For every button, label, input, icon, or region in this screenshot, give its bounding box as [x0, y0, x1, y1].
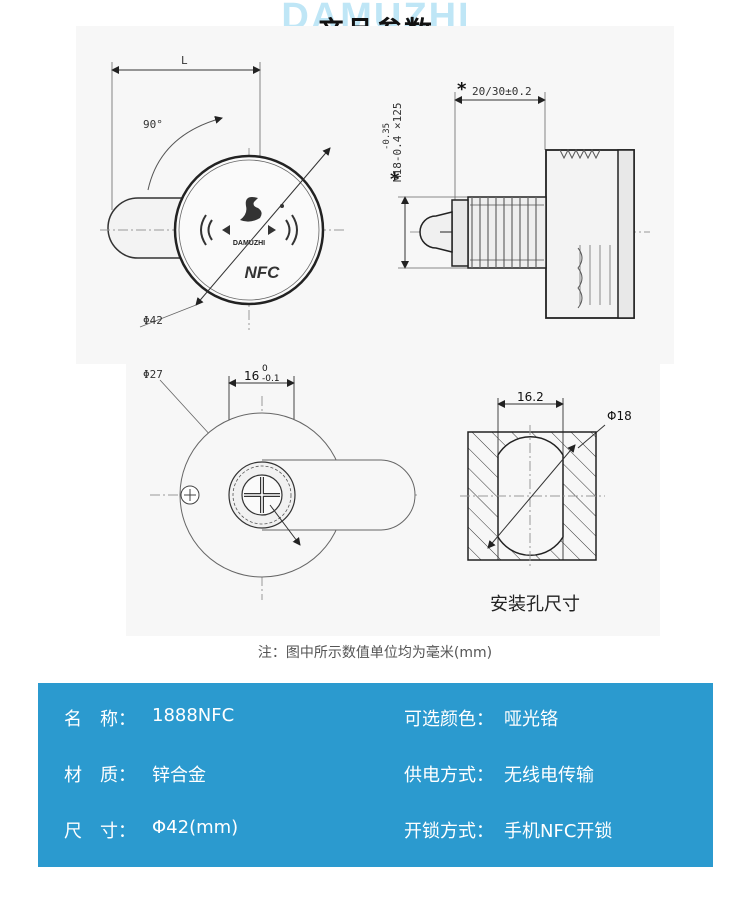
unit-note: 注：图中所示数值单位均为毫米(mm) — [257, 645, 493, 661]
technical-drawing: L 90° DAMUZHI NFC Φ42 * 20/30±0 — [100, 54, 650, 615]
spec-row: 尺 寸： Φ42(mm) 开锁方式： 手机NFC开锁 — [38, 817, 713, 845]
dim-back-tol-upper: 0 — [262, 364, 268, 374]
spec-value: 锌合金 — [152, 765, 206, 786]
spec-value: 1888NFC — [152, 705, 235, 726]
spec-label: 材 质： — [64, 765, 136, 786]
spec-row: 材 质： 锌合金 供电方式： 无线电传输 — [38, 761, 713, 789]
spec-value: 哑光铬 — [504, 709, 558, 730]
spec-row: 名 称： 1888NFC 可选颜色： 哑光铬 — [38, 705, 713, 733]
dim-hole-width: 16.2 — [517, 390, 544, 404]
dim-back-tol-lower: -0.1 — [262, 374, 280, 384]
dim-thread: M18-0.4 ×125 — [391, 103, 404, 182]
spec-value: 手机NFC开锁 — [504, 821, 613, 842]
nfc-label: NFC — [245, 263, 281, 282]
dim-diameter-42: Φ42 — [143, 314, 163, 327]
spec-label: 供电方式： — [404, 765, 494, 786]
dim-length: L — [181, 54, 188, 67]
spec-value: 无线电传输 — [504, 765, 594, 786]
hole-view: 16.2 Φ18 安装孔尺寸 — [460, 390, 632, 615]
star-marker-side: * — [390, 169, 400, 190]
dim-side-length: 20/30±0.2 — [472, 85, 532, 98]
hole-caption: 安装孔尺寸 — [490, 594, 580, 615]
spec-label: 名 称： — [64, 709, 136, 730]
star-marker-top: * — [457, 79, 467, 100]
side-view: * 20/30±0.2 * M18-0.4 ×125 -0.35 — [382, 79, 650, 319]
spec-label: 尺 寸： — [64, 821, 136, 842]
dim-back-width: 16 — [244, 369, 259, 383]
back-view: 16 0 -0.1 Φ27 — [143, 364, 420, 600]
dim-hole-diameter: Φ18 — [607, 409, 632, 423]
dim-angle: 90° — [143, 118, 163, 131]
front-view: L 90° DAMUZHI NFC Φ42 — [100, 54, 345, 330]
spec-table: 名 称： 1888NFC 可选颜色： 哑光铬 材 质： 锌合金 供电方式： 无线… — [38, 683, 713, 867]
dim-diameter-27: Φ27 — [143, 368, 163, 381]
spec-value: Φ42(mm) — [152, 817, 239, 838]
spec-label: 可选颜色： — [404, 709, 494, 730]
spec-label: 开锁方式： — [404, 821, 494, 842]
dim-thread-tol: -0.35 — [382, 123, 392, 150]
